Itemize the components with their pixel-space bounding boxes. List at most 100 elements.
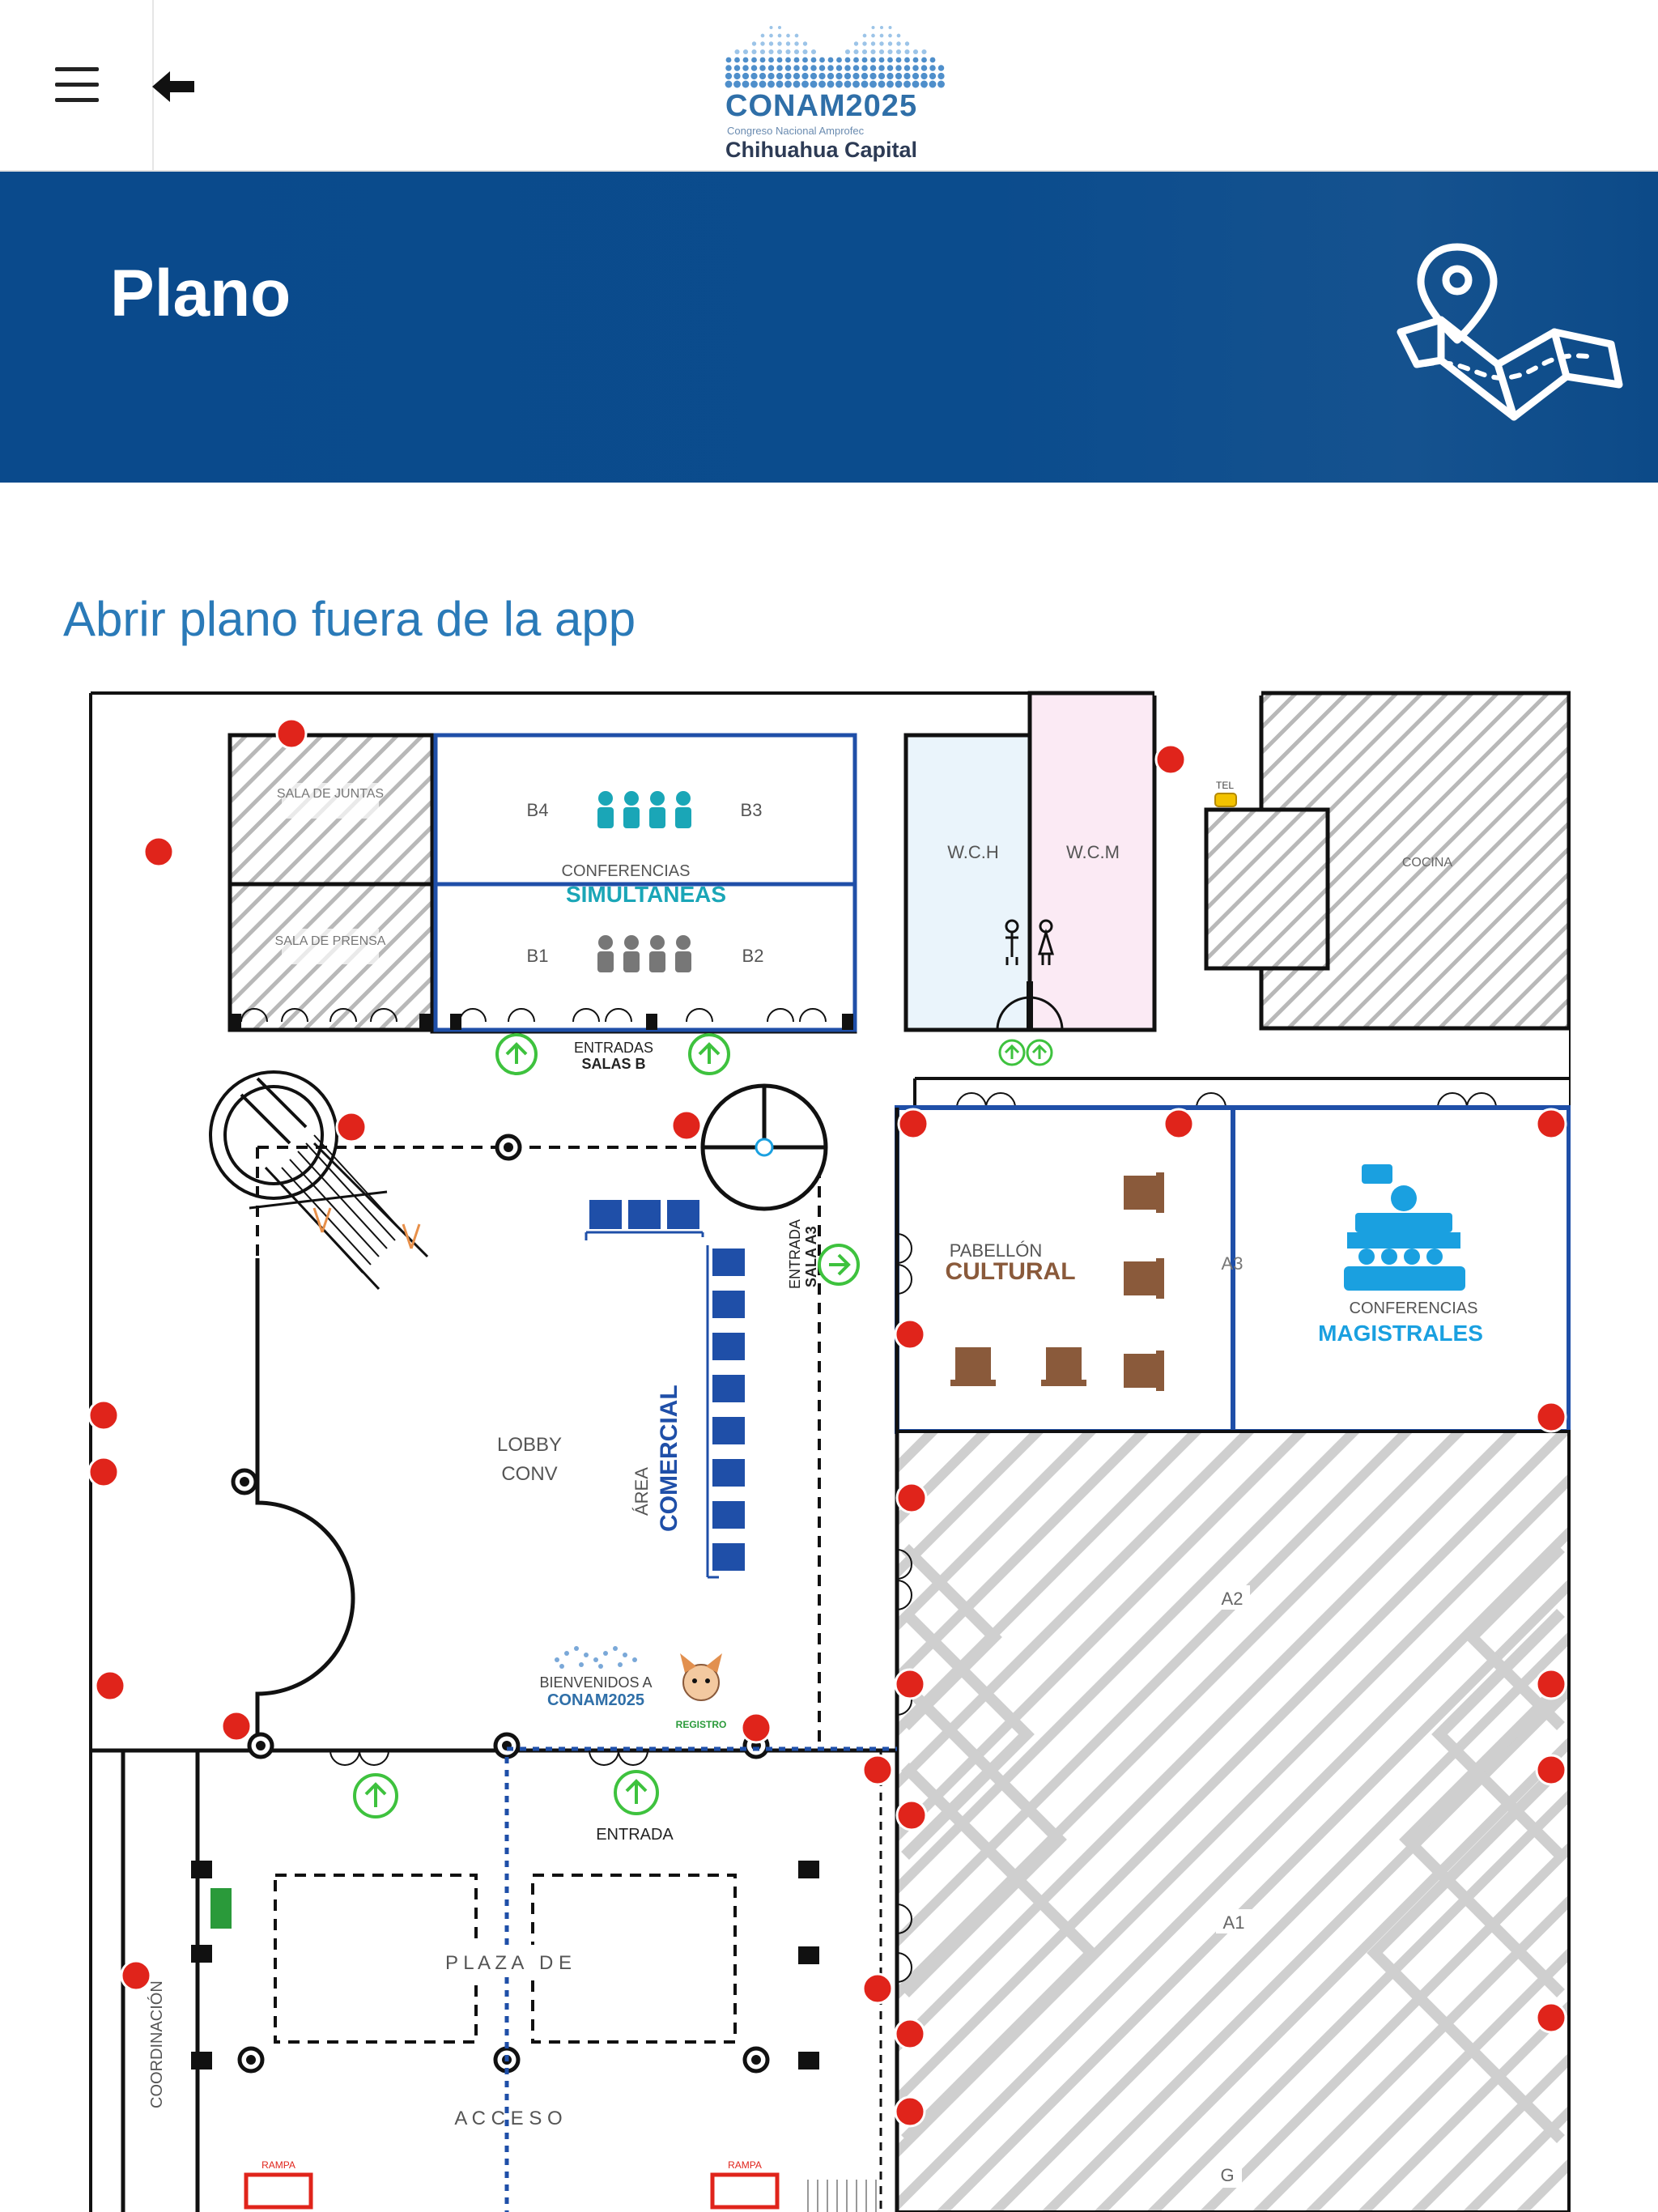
logo-dot [760,33,765,38]
logo-dot [734,57,740,63]
logo-dot [869,80,877,88]
logo-dot [878,57,885,63]
room-b3-label: B3 [741,800,763,820]
door-swings [240,1008,827,1023]
logo-dot [750,72,758,80]
logo-dot [827,65,834,71]
logo-dot [785,49,791,55]
logo-dot [767,72,775,80]
logo-dot [929,72,937,80]
area-label: ÁREA [631,1467,652,1516]
logo-dot [818,65,826,71]
acceso-label: A C C E S O [454,2108,562,2129]
logo-dot [844,65,851,71]
room-a3-label: A3 [1222,1253,1244,1274]
logo-dot [776,72,784,80]
page-title: Plano [110,257,291,330]
entrada-arrow-icon [998,1039,1053,1066]
floor-plan-map[interactable]: SALA DE JUNTAS SALA DE PRENSA B4 B3 B1 B… [87,690,1571,2212]
pabellon-label: PABELLÓN [950,1240,1043,1261]
logo-dot [896,41,901,46]
arrow-left-icon[interactable] [146,58,202,115]
logo-dot [801,65,809,71]
logo-dot [887,41,893,46]
logo-dot [888,26,892,29]
logo-dot [861,72,869,80]
room-label: SALA DE JUNTAS [277,787,384,801]
cultural-label: CULTURAL [945,1258,1075,1285]
logo-city: Chihuahua Capital [725,138,918,162]
room-g-label: G [1220,2165,1234,2185]
logo-dot [793,72,801,80]
logo-dot [742,57,749,63]
logo-dot [912,72,920,80]
logo-dot [810,49,817,55]
room-a1-label: A1 [1223,1912,1245,1933]
logo-dot [903,80,911,88]
stair-elevator-icon [209,1070,429,1291]
logo-dot [896,33,901,38]
fire-extinguisher-icon [87,717,1567,2128]
logo-dot [852,80,860,88]
logo-dot [827,57,834,63]
logo-title: CONAM2025 [725,89,918,123]
logo-dot [895,80,903,88]
logo-dot [777,41,782,46]
logo-dot [861,49,868,55]
logo-dot [793,57,800,63]
logo-dot [844,80,852,88]
logo-dot [802,57,808,63]
wc-mujeres-room [1027,691,1157,1032]
open-map-external-link[interactable]: Abrir plano fuera de la app [63,592,636,646]
logo-dot [784,65,792,71]
simultaneas-label: SIMULTANEAS [566,882,726,907]
logo-dot [895,72,903,80]
comercial-label: COMERCIAL [656,1385,682,1532]
logo-dot [904,41,910,46]
hamburger-menu-icon[interactable] [32,49,121,121]
logo-subtitle: Congreso Nacional Amprofec [727,125,865,137]
logo-dot [861,80,869,88]
logo-dot [760,41,765,46]
logo-dot [844,57,851,63]
logo-dot [861,65,868,71]
logo-dot [844,72,852,80]
rampa-label: RAMPA [261,2159,295,2171]
logo-dot [801,80,809,88]
logo-dot [937,65,945,71]
logo-dot [887,49,893,55]
logo-dot [878,49,885,55]
logo-dot [870,49,876,55]
logo-dot [879,41,884,46]
logo-dot [776,80,784,88]
logo-dot [921,57,927,63]
entrada-a3-label: ENTRADA [787,1219,803,1289]
telefono-room [1204,807,1330,971]
logo-dot [801,72,809,80]
logo-dot [751,57,757,63]
logo-dot [852,65,860,71]
logo-dot [742,80,750,88]
logo-dot [912,65,919,71]
logo-dot [835,72,843,80]
logo-dot [725,80,733,88]
cocina-label: COCINA [1402,856,1453,870]
tel-label: TEL [1216,780,1234,791]
logo-dot [768,41,774,46]
page-banner: Plano [0,172,1658,483]
logo-dot [802,49,808,55]
audience-gray-icon [597,935,691,972]
logo-dot [871,26,875,29]
logo-dot [870,57,876,63]
logo-dot [852,72,860,80]
logo-dot [879,33,884,38]
logo-dot [810,65,817,71]
room-label: SALA DE PRENSA [275,934,386,948]
logo-dot [793,49,800,55]
conferencias-mag-label: CONFERENCIAS [1350,1300,1478,1317]
wcm-label: W.C.M [1066,842,1120,862]
wc-hombres-room [903,733,1040,1032]
toolbar-divider [152,0,154,170]
logo-dot [733,72,741,80]
plaza-label: P L A Z A D E [445,1952,572,1974]
